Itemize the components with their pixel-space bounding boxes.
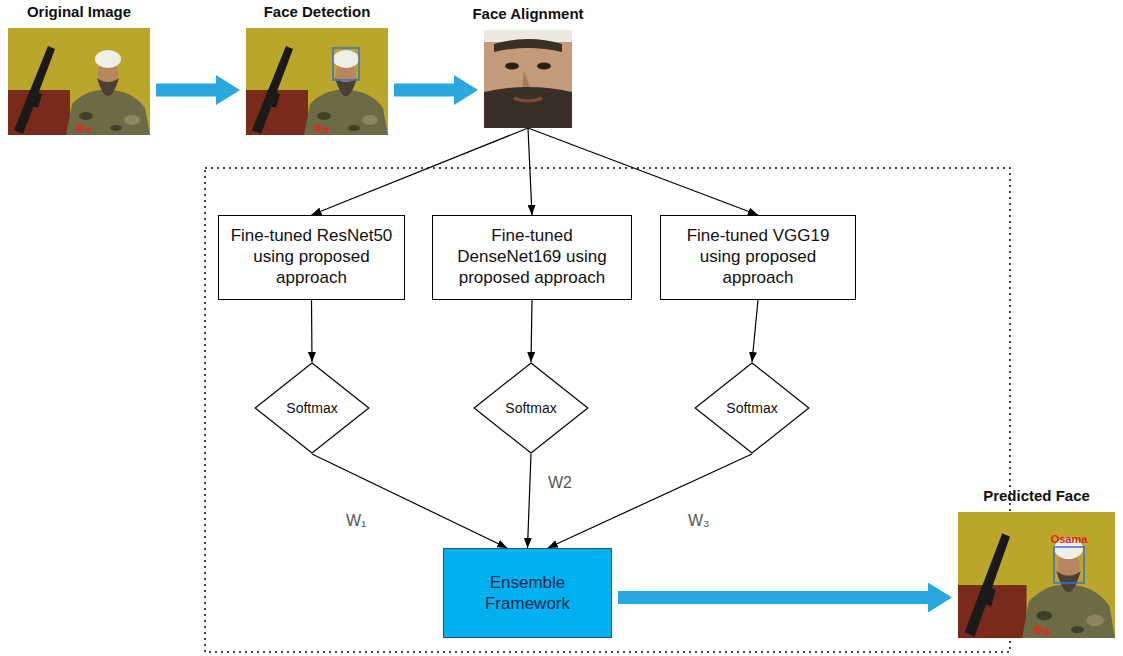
diamond-outline xyxy=(255,363,369,453)
edge-weight: W₁ xyxy=(344,512,369,530)
aligned-face-photo xyxy=(484,30,572,128)
connector-arrow xyxy=(548,454,752,548)
decision-diamond: Softmax xyxy=(254,362,370,454)
image-panel: Face Alignment xyxy=(484,30,572,128)
predicted-photo xyxy=(958,512,1115,638)
process-box: Fine-tuned DenseNet169 using proposed ap… xyxy=(432,215,632,300)
prediction-tag: Osama xyxy=(1051,533,1088,545)
detection-photo xyxy=(246,28,388,135)
eye-shape xyxy=(505,63,519,70)
connector-arrow xyxy=(528,128,532,215)
flow-arrow xyxy=(394,84,454,97)
diamond-outline xyxy=(695,363,809,453)
panel-heading: Original Image xyxy=(27,3,131,20)
panel-heading: Face Detection xyxy=(264,3,371,20)
face-skin xyxy=(484,30,572,128)
node-text: Softmax xyxy=(726,400,777,416)
connector-arrow xyxy=(752,300,758,362)
process-box: Fine-tuned VGG19 using proposed approach xyxy=(660,215,856,300)
flow-arrow xyxy=(618,591,928,604)
image-panel: Original Image xyxy=(8,28,150,135)
diamond-outline xyxy=(474,363,588,453)
flow-arrow xyxy=(156,84,216,97)
brow-shape xyxy=(494,39,562,52)
node-text: Softmax xyxy=(286,400,337,416)
node-text: Fine-tuned VGG19 using proposed approach xyxy=(671,226,845,288)
node-text: Fine-tuned ResNet50 using proposed appro… xyxy=(229,226,394,288)
ensemble-box: Ensemble Framework xyxy=(443,548,612,638)
connector-arrow xyxy=(528,454,532,548)
decision-diamond: Softmax xyxy=(694,362,810,454)
nose-shape xyxy=(522,70,530,90)
image-panel: Predicted Face xyxy=(958,512,1115,638)
edge-weight: W₃ xyxy=(686,512,712,530)
connector-arrow xyxy=(312,454,507,548)
node-text: Softmax xyxy=(505,400,556,416)
ensemble-boundary xyxy=(205,168,1010,652)
mouth-shape xyxy=(514,98,542,101)
decision-diamond: Softmax xyxy=(473,362,589,454)
beard-shape xyxy=(484,87,572,128)
process-box: Fine-tuned ResNet50 using proposed appro… xyxy=(218,215,405,300)
detection-box xyxy=(1054,547,1084,583)
panel-heading: Face Alignment xyxy=(472,5,583,22)
panel-heading: Predicted Face xyxy=(983,487,1090,504)
connector-arrow xyxy=(528,128,758,215)
image-panel: Face Detection xyxy=(246,28,388,135)
connector-arrow xyxy=(311,300,313,362)
node-text: Fine-tuned DenseNet169 using proposed ap… xyxy=(443,226,621,288)
original-photo xyxy=(8,28,150,135)
detection-box xyxy=(333,48,359,80)
eye-shape xyxy=(537,63,551,70)
node-text: Ensemble Framework xyxy=(454,572,601,615)
connector-arrow xyxy=(312,128,529,215)
connector-arrow xyxy=(531,300,532,362)
edge-weight: W2 xyxy=(546,474,574,492)
